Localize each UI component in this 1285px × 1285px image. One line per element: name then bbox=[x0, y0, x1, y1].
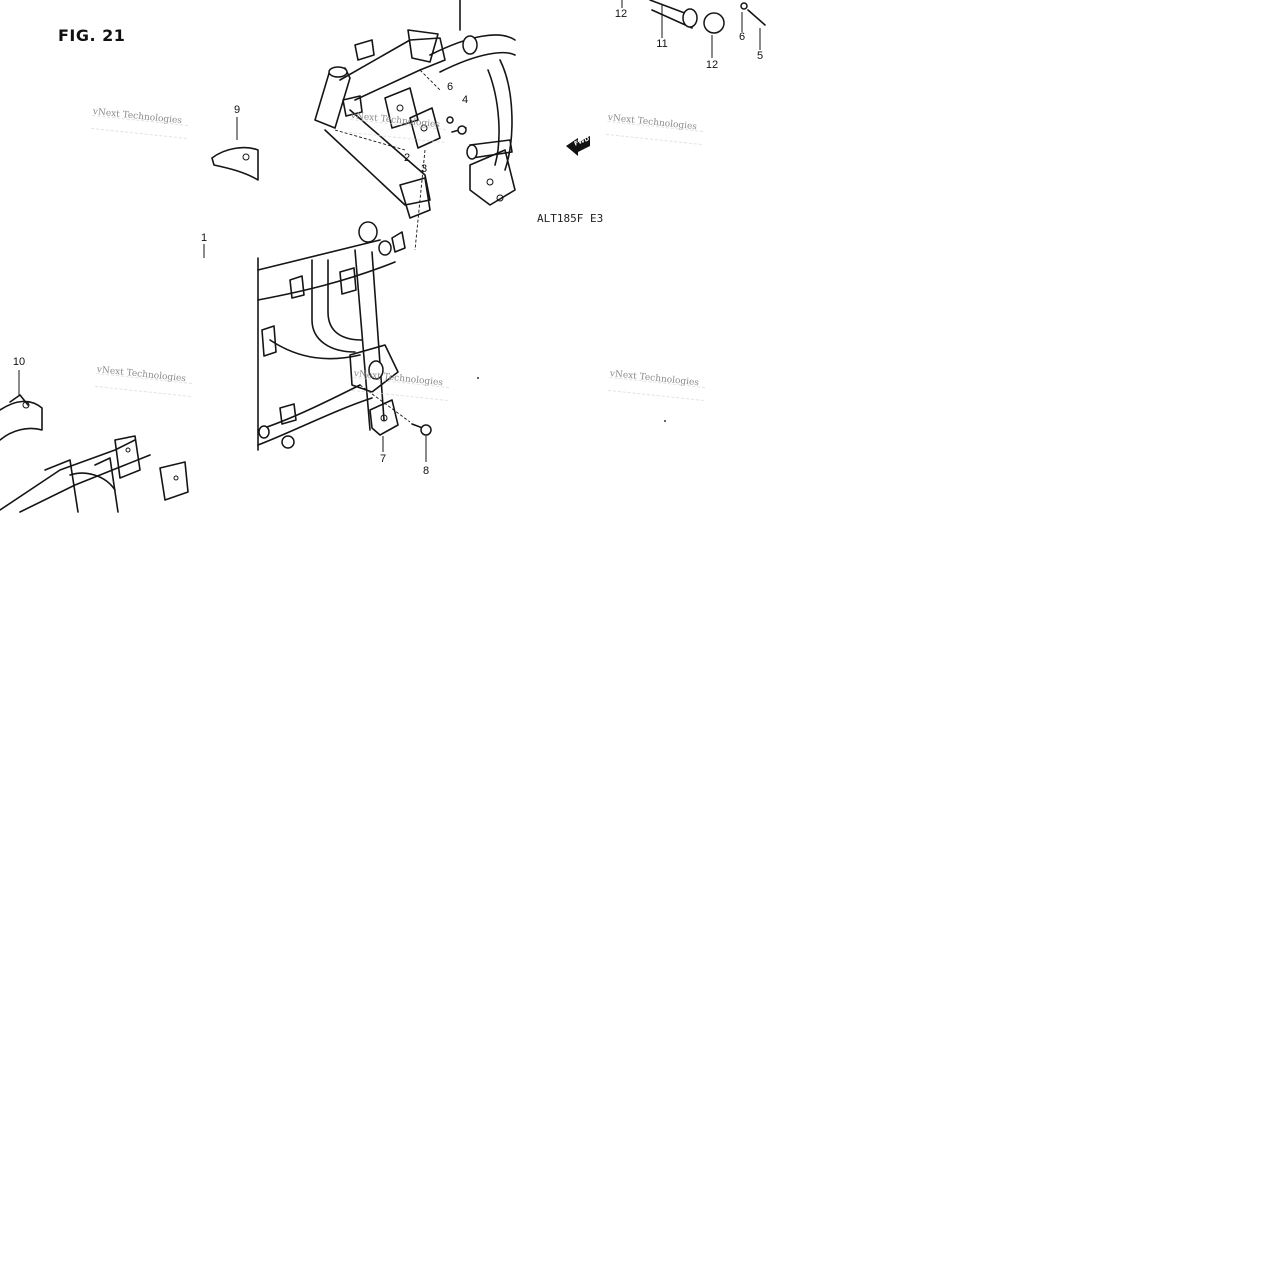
callout-8: 8 bbox=[422, 465, 430, 477]
callout-6: 6 bbox=[738, 31, 746, 43]
callout-10: 10 bbox=[12, 356, 26, 368]
figure-code: ALT185F E3 bbox=[537, 212, 604, 225]
lower-frame bbox=[203, 221, 432, 462]
figure-title: FIG. 21 bbox=[58, 26, 126, 45]
callout-7: 7 bbox=[379, 453, 387, 465]
callout-5: 5 bbox=[756, 50, 764, 62]
callout-12: 12 bbox=[705, 59, 719, 71]
fwd-arrow bbox=[566, 136, 590, 156]
callout-9: 9 bbox=[233, 104, 241, 116]
callout-6: 6 bbox=[446, 81, 454, 93]
callout-11: 11 bbox=[656, 38, 668, 50]
callout-2: 2 bbox=[403, 152, 411, 164]
upper-frame bbox=[314, 0, 516, 251]
top-right-parts bbox=[621, 0, 766, 58]
callout-12: 12 bbox=[614, 8, 628, 20]
callout-4: 4 bbox=[461, 94, 469, 106]
callout-3: 3 bbox=[420, 163, 428, 175]
part-9-bracket bbox=[211, 117, 259, 181]
callout-1: 1 bbox=[200, 232, 208, 244]
part-10-and-subframe bbox=[0, 370, 189, 513]
